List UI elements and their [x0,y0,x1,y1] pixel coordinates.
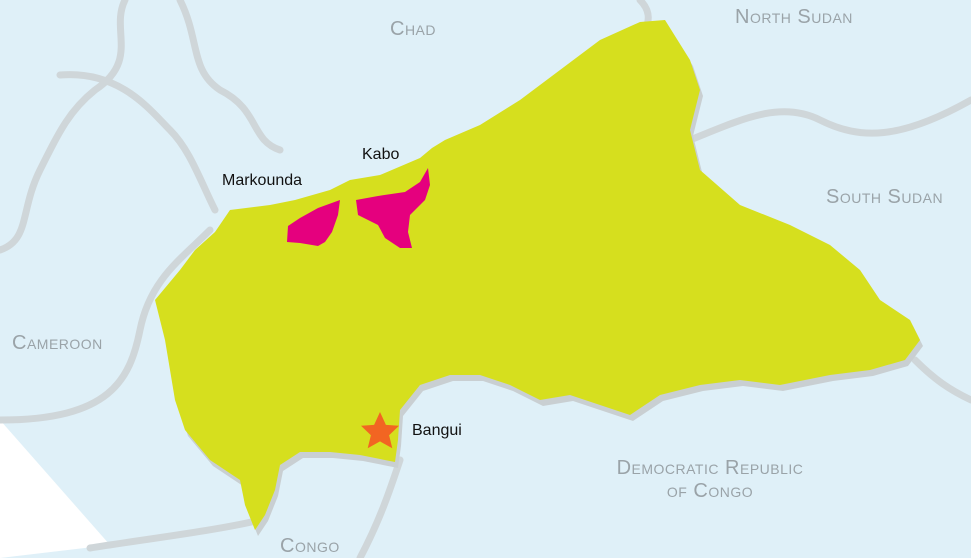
border-drc-southsudan [911,356,971,404]
border-west [0,0,129,254]
label-markounda: Markounda [222,172,303,189]
label-drc-line2: of Congo [666,480,754,502]
central-african-republic [155,20,920,530]
border-chad-north [176,0,284,154]
label-drc-line1: Democratic Republic [616,457,804,479]
border-congo-drc [356,456,404,558]
border-cameroon [0,226,214,424]
border-sudan-southsudan [686,96,971,144]
star-icon [361,412,399,449]
border-congo-gabon [86,516,264,552]
label-kabo: Kabo [362,146,400,163]
label-chad: Chad [390,18,437,40]
label-south-sudan: South Sudan [826,186,944,208]
label-bangui: Bangui [412,422,462,439]
coastal-land [0,420,110,558]
kabo-region [356,168,430,248]
markounda-region [287,200,340,246]
label-drc: Democratic Republic of Congo [570,457,850,503]
label-north-sudan: North Sudan [735,6,853,28]
border-nigeria-chad [56,71,219,214]
label-cameroon: Cameroon [12,332,103,354]
label-congo: Congo [280,535,340,557]
